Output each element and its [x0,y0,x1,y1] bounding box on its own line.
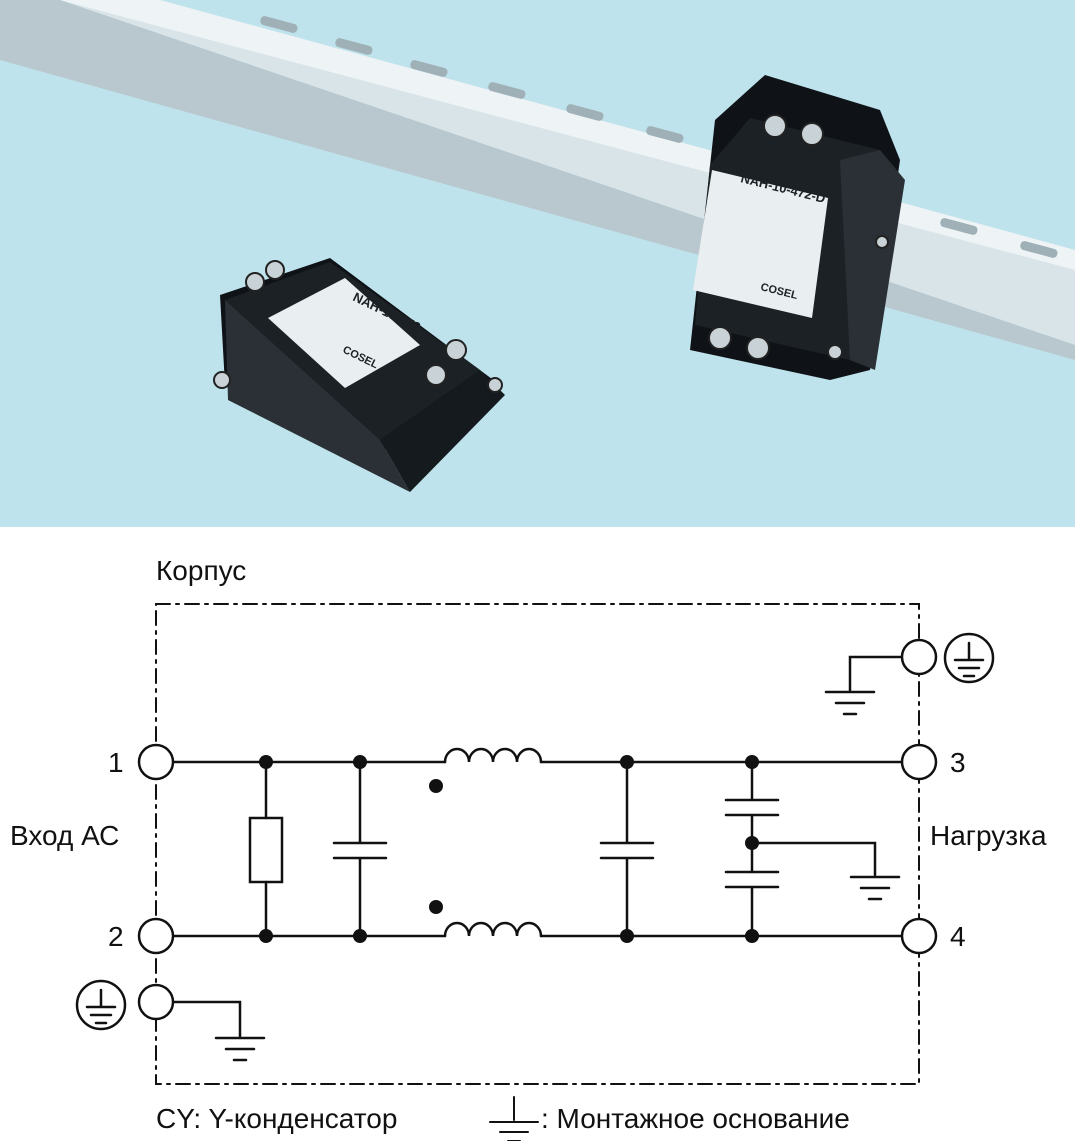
y-capacitor-top [724,760,780,874]
x-capacitor-2 [599,760,655,938]
terminal-4 [900,917,938,955]
terminal-label-4: 4 [950,921,966,952]
filter-schematic: Корпус Вход АС Нагрузка 1 2 3 4 CY: Y-ко… [10,555,1047,1141]
ground-symbol-top-right [824,690,876,716]
ground-wire-bottom-left [171,1000,242,1038]
case-outline [155,603,920,1085]
filter-device-right: NAH-10-472-D COSEL [690,75,905,380]
protective-earth-icon-bottom [75,979,127,1031]
legend-ground-symbol [489,1096,539,1141]
input-label: Вход АС [10,820,119,851]
terminal-label-1: 1 [108,747,124,778]
left-device-label-panel [268,278,420,388]
ground-symbol-y-cap [849,875,901,901]
choke-winding-top [443,747,543,764]
terminal-label-2: 2 [108,921,124,952]
ground-wire-top-right [848,655,904,692]
terminal-3 [900,743,938,781]
terminal-label-3: 3 [950,747,966,778]
choke-polarity-dot-top [429,779,443,793]
protective-earth-icon-top [943,632,995,684]
product-photo: NAH-10-472 COSEL NAH-10-472-D COSEL [0,0,1075,527]
resistor [248,816,284,884]
filter-device-left: NAH-10-472 COSEL [213,258,505,492]
right-device-screws [708,114,889,360]
choke-winding-bottom [443,921,543,938]
ground-symbol-bottom-left [214,1036,266,1062]
terminal-2 [137,917,175,955]
right-device-label-panel [693,170,828,318]
load-label: Нагрузка [930,820,1047,851]
legend-mount-text: : Монтажное основание [541,1103,850,1134]
y-capacitor-ground-wire [750,841,877,877]
choke-polarity-dot-bottom [429,900,443,914]
case-label: Корпус [156,555,246,586]
x-capacitor-1 [332,760,388,938]
junction-dots [259,755,759,943]
y-capacitor-bottom [724,870,780,938]
terminal-ground-top [900,638,938,676]
terminal-ground-bottom [137,983,175,1021]
left-device-screws [213,260,503,393]
terminal-1 [137,743,175,781]
legend-cy-text: CY: Y-конденсатор [156,1103,397,1134]
